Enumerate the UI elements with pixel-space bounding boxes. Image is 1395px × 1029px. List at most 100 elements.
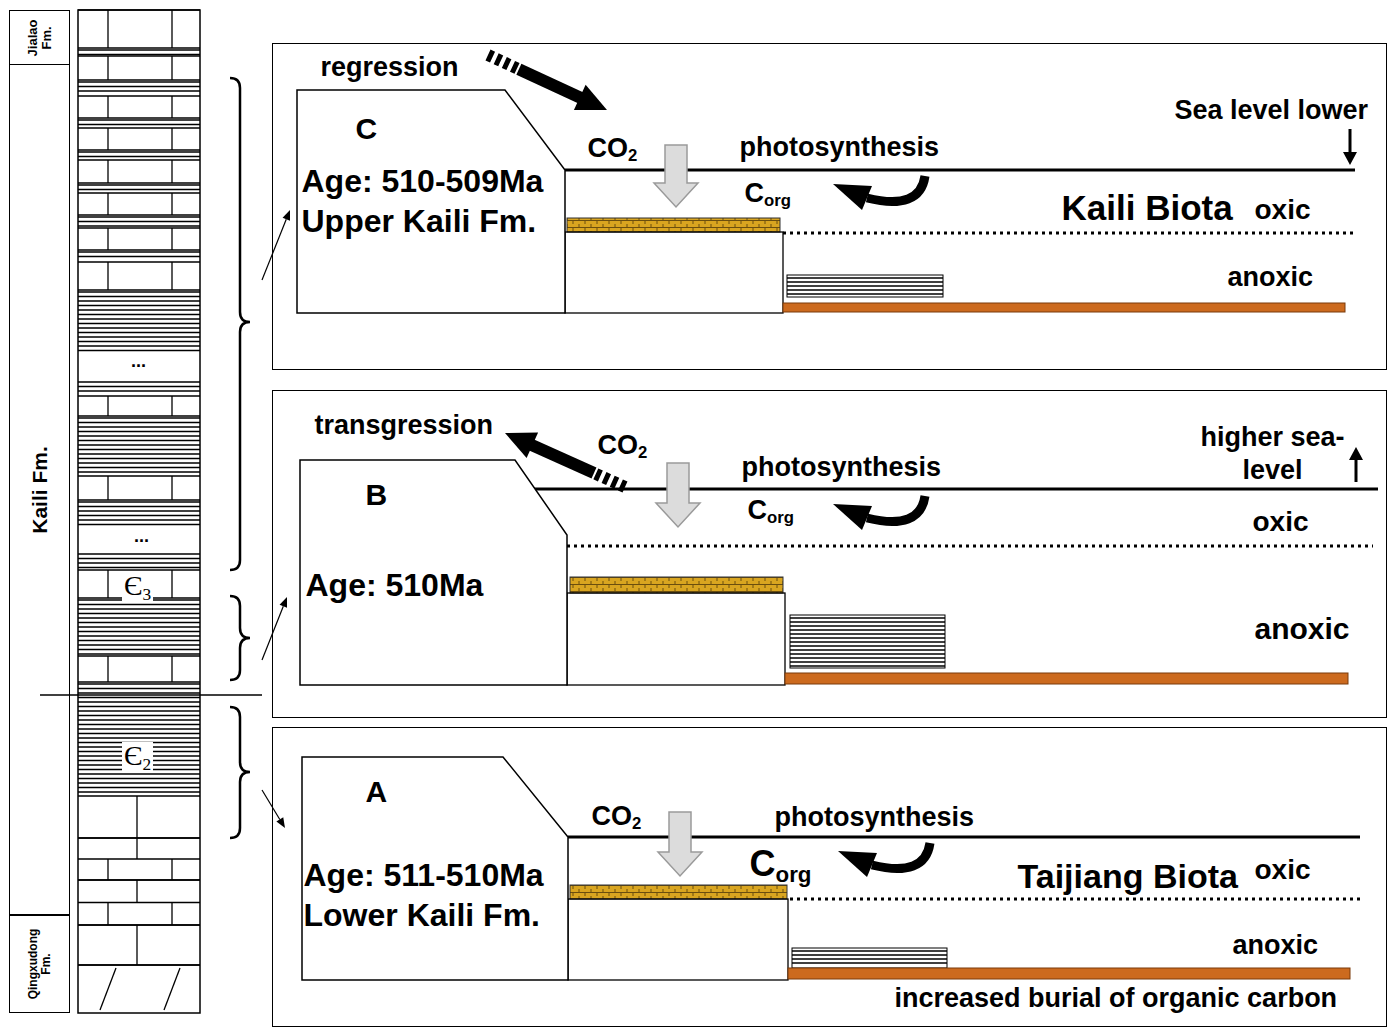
sea-surface <box>534 488 1378 491</box>
panel-frame: CAge: 510-509MaUpper Kaili Fm.regression… <box>272 43 1387 370</box>
brick-tick <box>171 396 172 416</box>
shelf-block <box>568 899 788 980</box>
bed-line <box>78 924 200 925</box>
shale-line <box>78 381 200 382</box>
bed-line <box>78 858 200 859</box>
shale-line <box>78 300 200 301</box>
shale-line <box>78 462 200 463</box>
brick-tick <box>107 160 108 183</box>
shale-line <box>78 184 200 185</box>
carbonate-layer <box>567 218 780 232</box>
panel-text: oxic <box>1255 856 1311 884</box>
panel-text: anoxic <box>1228 264 1314 291</box>
pointer-head <box>276 817 285 828</box>
pointer-head <box>280 597 287 608</box>
co2-uptake-arrow <box>656 463 700 527</box>
shale-line <box>78 640 200 641</box>
bed-line <box>78 95 200 96</box>
shale-line <box>78 567 200 568</box>
brick-tick <box>107 262 108 290</box>
text-part: CO <box>598 430 639 460</box>
shale-line <box>78 426 200 427</box>
brick-tick <box>136 838 137 859</box>
shale-line <box>78 440 200 441</box>
text-subscript: 2 <box>638 443 647 462</box>
shale-line <box>787 281 943 282</box>
bed-line <box>78 902 200 903</box>
shale-line <box>78 386 200 387</box>
shale-line <box>78 225 200 226</box>
boundary-line <box>40 694 262 696</box>
panel-text: transgression <box>315 412 494 439</box>
shale-line <box>78 562 200 563</box>
shale-line <box>78 608 200 609</box>
shale-line <box>78 124 200 125</box>
organic-carbon-layer <box>783 303 1345 312</box>
shale-line <box>78 471 200 472</box>
bed-line <box>78 289 200 290</box>
period-symbol: Є3 <box>122 572 153 603</box>
brick-tick <box>136 880 137 903</box>
bed-line <box>78 79 200 80</box>
panel-text: Corg <box>745 180 791 210</box>
cycle-arrow-shaft <box>867 176 925 202</box>
brace <box>230 78 250 570</box>
sea-level-change-arrow <box>531 444 594 473</box>
organic-carbon-layer <box>788 968 1350 979</box>
carbonate-layer <box>570 577 783 593</box>
bed-line <box>78 879 200 880</box>
platform-text: Age: 510-509Ma <box>302 165 544 197</box>
brick-tick <box>171 859 172 880</box>
shale-line <box>78 558 200 559</box>
shale-line <box>78 519 200 520</box>
bed-line <box>78 415 200 416</box>
shale-line <box>790 629 945 630</box>
shale-line <box>78 323 200 324</box>
platform-text: C <box>356 114 378 144</box>
shale-line <box>78 458 200 459</box>
brace <box>230 707 250 838</box>
redox-boundary <box>567 545 1373 548</box>
bed-line <box>78 261 200 262</box>
shale-line <box>790 617 945 618</box>
shale-line <box>78 719 200 720</box>
shale-line <box>790 645 945 646</box>
bed-line <box>78 159 200 160</box>
shale-line <box>78 309 200 310</box>
shale-line <box>790 649 945 650</box>
shale-line <box>792 950 947 951</box>
platform-text: A <box>366 777 388 807</box>
brick-tick <box>107 193 108 215</box>
platform-text: Age: 511-510Ma <box>304 859 544 891</box>
shale-line <box>78 688 200 689</box>
shale-line <box>78 221 200 222</box>
shale-line <box>78 649 200 650</box>
pointer-line <box>262 219 286 280</box>
platform-text: Upper Kaili Fm. <box>302 205 537 237</box>
panel-text: increased burial of organic carbon <box>895 985 1338 1012</box>
panel-text: Corg <box>750 846 812 886</box>
shale-line <box>78 444 200 445</box>
bed-line <box>78 681 200 682</box>
shale-line <box>78 467 200 468</box>
shale-line <box>78 653 200 654</box>
panel-text: Sea level lower <box>1175 97 1369 124</box>
shale-line <box>790 641 945 642</box>
shale-line <box>78 604 200 605</box>
panel-text: anoxic <box>1255 614 1350 644</box>
shale-line <box>78 305 200 306</box>
panel-text: Kaili Biota <box>1062 190 1233 225</box>
shale-line <box>78 626 200 627</box>
brick-tick <box>107 859 108 880</box>
cycle-arrow-shaft <box>872 843 930 869</box>
shale-line <box>78 332 200 333</box>
text-part: CO <box>592 801 633 831</box>
brick-tick <box>171 228 172 250</box>
co2-uptake-arrow <box>654 145 698 207</box>
sea-level-arrow <box>1355 459 1358 482</box>
brick-tick <box>107 903 108 926</box>
shale-line <box>78 422 200 423</box>
brick-tick <box>171 10 172 48</box>
panel-frame: AAge: 511-510MaLower Kaili Fm.CO2photosy… <box>272 727 1387 1027</box>
redox-boundary <box>783 232 1355 235</box>
